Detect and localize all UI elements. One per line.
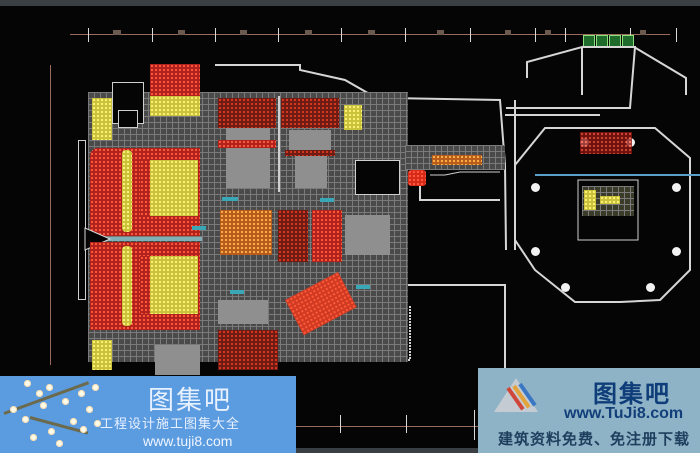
annotation-tag — [320, 198, 334, 202]
north-hall-seating-yellow — [150, 96, 200, 116]
dim-label — [640, 30, 647, 35]
annotation-tag — [356, 285, 370, 289]
dim-tick — [88, 28, 89, 42]
dim-label — [505, 30, 512, 35]
column — [531, 247, 540, 256]
flower-icon — [78, 390, 85, 397]
top-border — [0, 0, 700, 6]
stair-red — [580, 132, 632, 154]
small-hall-1-seating — [218, 98, 276, 128]
dim-label — [113, 30, 122, 35]
room-black — [355, 160, 400, 195]
restroom-fixtures — [600, 196, 620, 204]
rehearsal-hall-2-seating — [312, 210, 342, 262]
dim-label — [178, 30, 186, 35]
dim-tick — [341, 28, 342, 42]
watermark-right-url: www.TuJi8.com — [564, 405, 684, 422]
bottom-border — [0, 448, 700, 453]
stair-yellow — [344, 105, 362, 130]
flower-icon — [22, 416, 29, 423]
column — [531, 183, 540, 192]
watermark-right-title: 图集吧 — [593, 381, 671, 408]
annotation-tag — [230, 290, 244, 294]
main-auditorium-lower-aisle — [122, 246, 132, 326]
restroom-fixtures-corridor — [432, 155, 482, 165]
lower-service-yellow — [92, 340, 112, 370]
dim-tick — [340, 415, 341, 433]
flower-icon — [40, 402, 47, 409]
dim-tick — [565, 28, 566, 42]
column — [672, 183, 681, 192]
watermark-left-url: www.tuji8.com — [143, 433, 233, 449]
flower-icon — [56, 440, 63, 447]
watermark-right: 图集吧 www.TuJi8.com 建筑资料免费、免注册下载 — [478, 368, 700, 453]
watermark-left-subtitle: 工程设计施工图集大全 — [100, 416, 241, 431]
dim-tick — [676, 28, 677, 42]
flower-icon — [48, 428, 55, 435]
north-hall-seating — [150, 64, 200, 96]
small-hall-2-band — [285, 150, 335, 156]
dim-tick — [470, 28, 471, 42]
small-hall-1-side — [218, 140, 276, 148]
main-auditorium-upper-yellow — [150, 160, 198, 216]
dim-tick — [406, 415, 407, 433]
watermark-left: 图集吧 工程设计施工图集大全 www.tuji8.com — [0, 376, 296, 453]
main-auditorium-lower-yellow — [150, 256, 198, 314]
dim-label — [545, 30, 552, 35]
watermark-right-subtitle: 建筑资料免费、免注册下载 — [498, 431, 691, 448]
restroom-fixtures — [584, 190, 596, 210]
flower-icon — [80, 426, 87, 433]
flower-icon — [46, 384, 53, 391]
annotation-tag — [192, 226, 206, 230]
fire-equipment — [408, 170, 426, 186]
rehearsal-hall-1-seating — [220, 210, 272, 255]
left-dimension-line — [50, 65, 51, 365]
dim-label — [368, 30, 376, 35]
dim-tick — [474, 410, 475, 440]
dim-tick — [535, 28, 536, 42]
watermark-left-title: 图集吧 — [148, 385, 233, 415]
dim-tick — [152, 28, 153, 42]
flower-icon — [70, 418, 77, 425]
main-auditorium-upper-aisle-red — [140, 160, 150, 216]
main-auditorium-lower-aisle-red — [140, 256, 150, 314]
center-aisle — [90, 237, 202, 241]
flower-icon — [10, 406, 17, 413]
bottom-dimension-line — [296, 426, 480, 427]
lower-left-hall-floor — [155, 345, 200, 375]
column — [646, 283, 655, 292]
dim-label — [240, 30, 248, 35]
dim-tick — [278, 28, 279, 42]
flower-icon — [94, 420, 101, 427]
dim-tick — [215, 28, 216, 42]
lower-hall-stage — [218, 300, 268, 324]
service-room — [118, 110, 138, 128]
column — [672, 247, 681, 256]
main-auditorium-upper-aisle — [122, 150, 132, 232]
small-hall-2-seating — [281, 98, 339, 128]
lower-hall-seating — [218, 330, 278, 370]
small-hall-1-stage — [226, 128, 270, 140]
rehearsal-hall-2-floor — [345, 215, 390, 255]
flower-icon — [36, 390, 43, 397]
dim-tick — [405, 28, 406, 42]
dim-label — [437, 30, 445, 35]
flower-icon — [86, 406, 93, 413]
column — [561, 283, 570, 292]
flower-icon — [24, 380, 31, 387]
rehearsal-hall-1-dark — [278, 210, 308, 262]
flower-icon — [30, 434, 37, 441]
small-hall-2-floor — [295, 156, 327, 188]
left-boundary — [78, 140, 86, 300]
annotation-tag — [222, 197, 238, 201]
flower-icon — [92, 384, 99, 391]
flower-icon — [62, 398, 69, 405]
service-room-yellow — [92, 98, 112, 140]
partition — [278, 96, 280, 192]
branch-decoration — [29, 416, 89, 435]
small-hall-1-floor — [226, 148, 270, 188]
dim-label — [305, 30, 313, 35]
small-hall-2-stage — [289, 130, 331, 150]
